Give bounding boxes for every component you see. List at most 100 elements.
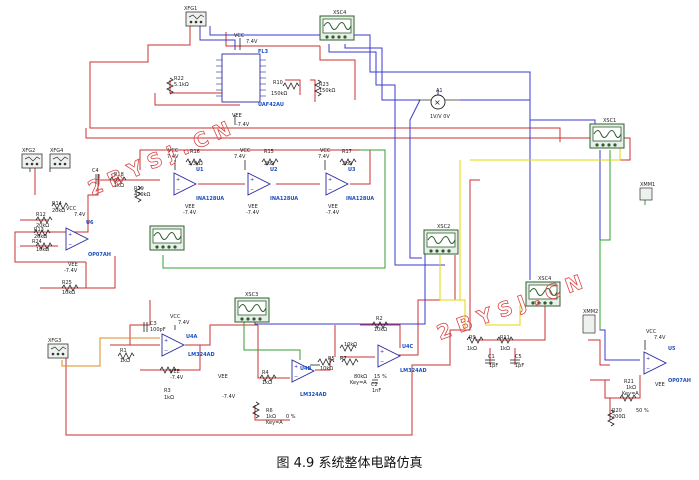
svg-text:R17: R17 [342, 149, 352, 155]
capacitor-c1: C1 1pF [485, 354, 498, 369]
resistor-r12: R12 20kΩ [35, 212, 53, 229]
resistor-r10: R10 150kΩ [271, 80, 300, 97]
svg-text:1pF: 1pF [489, 363, 498, 369]
function-generator-xfg4: XFG4 [49, 148, 71, 169]
function-generator-xfg2: XFG2 [21, 148, 43, 169]
svg-text:150kΩ: 150kΩ [319, 88, 335, 94]
resistor-r21: R21 1kΩ Key=A 50 % [619, 379, 649, 414]
svg-text:80kΩ: 80kΩ [354, 374, 367, 380]
svg-text:XSC4: XSC4 [538, 276, 551, 282]
resistor-r20: R20 200Ω [607, 408, 626, 427]
svg-text:VEE: VEE [218, 374, 228, 380]
svg-text:XSC3: XSC3 [245, 292, 258, 298]
amplifier-u3: U3 INA128UA VCC 7.4V VEE -7.4V [318, 148, 374, 216]
svg-text:7.4V: 7.4V [74, 212, 86, 218]
orange-wires [61, 337, 160, 367]
svg-text:XFG3: XFG3 [48, 338, 61, 344]
svg-text:XSC4: XSC4 [333, 10, 346, 16]
svg-text:150kΩ: 150kΩ [271, 91, 287, 97]
svg-text:VEE: VEE [68, 262, 78, 268]
svg-text:R20: R20 [612, 408, 622, 414]
svg-text:OP07AH: OP07AH [88, 252, 111, 258]
yellow-wires [439, 145, 621, 330]
resistor-r11: R11 1kΩ [496, 335, 514, 352]
svg-text:INA128UA: INA128UA [196, 196, 224, 202]
svg-text:VEE: VEE [328, 204, 338, 210]
svg-text:0 %: 0 % [286, 414, 296, 420]
power-wires [29, 38, 646, 366]
svg-text:VEE: VEE [655, 382, 665, 388]
svg-text:2kΩ: 2kΩ [264, 161, 274, 167]
svg-text:R22: R22 [174, 76, 184, 82]
svg-text:C2: C2 [371, 382, 378, 388]
svg-text:10kΩ: 10kΩ [320, 366, 333, 372]
svg-text:1kΩ: 1kΩ [114, 183, 124, 189]
oscilloscope-xsc3: XSC3 [234, 292, 270, 323]
resistor-r6: R6 1kΩ Key=A 0 % [252, 401, 296, 426]
resistor-r23: R23 150kΩ [314, 79, 335, 97]
svg-text:1kΩ: 1kΩ [164, 395, 174, 401]
svg-text:R15: R15 [264, 149, 274, 155]
svg-text:XMM1: XMM1 [640, 182, 655, 188]
svg-text:U5: U5 [668, 346, 676, 352]
svg-text:U3: U3 [348, 167, 356, 173]
svg-text:2kΩ: 2kΩ [342, 161, 352, 167]
svg-text:VCC: VCC [646, 329, 657, 335]
function-generator-xfg1: XFG1 [184, 6, 207, 27]
svg-text:100pF: 100pF [150, 327, 166, 333]
svg-text:R25: R25 [62, 280, 72, 286]
amplifier-u6: U6 OP07AH VCC 7.4V VEE -7.4V [64, 206, 111, 274]
svg-text:XFG1: XFG1 [184, 6, 197, 12]
svg-text:R12: R12 [36, 212, 46, 218]
resistor-r13: R13 20kΩ [33, 227, 51, 240]
svg-text:Key=A: Key=A [350, 380, 367, 386]
resistor-r18: R18 1kΩ [109, 172, 127, 189]
svg-text:LM324AD: LM324AD [300, 392, 327, 398]
amplifier-u4a: U4A LM324AD VCC 7.4V VEE -7.4V [161, 314, 215, 381]
svg-text:R16: R16 [190, 149, 200, 155]
svg-text:FL3: FL3 [258, 49, 269, 55]
svg-text:2 B Y S J . C N: 2 B Y S J . C N [434, 270, 586, 345]
svg-text:C5: C5 [515, 354, 522, 360]
svg-text:A1: A1 [436, 88, 443, 94]
resistor-r19: R19 470kΩ [134, 185, 150, 203]
svg-text:VEE: VEE [232, 113, 242, 119]
resistor-r1: R1 1kΩ [117, 348, 135, 364]
amplifier-u4c: U4C LM324AD [377, 344, 427, 374]
resistor-r17: R17 2kΩ [339, 149, 357, 167]
svg-text:R2: R2 [376, 316, 383, 322]
svg-text:C4: C4 [92, 168, 99, 174]
svg-text:20kΩ: 20kΩ [34, 234, 47, 240]
svg-text:-7.4V: -7.4V [236, 122, 250, 128]
svg-text:VCC: VCC [66, 206, 77, 212]
svg-text:U4B: U4B [300, 366, 312, 372]
svg-text:-7.4V: -7.4V [246, 210, 260, 216]
svg-text:VCC: VCC [168, 148, 179, 154]
figure-caption: 图 4.9 系统整体电路仿真 [276, 456, 423, 471]
watermark-left: 2 B Y S J . C N [84, 116, 235, 201]
svg-text:5.1kΩ: 5.1kΩ [174, 82, 189, 88]
svg-text:LM324AD: LM324AD [188, 352, 215, 358]
svg-text:R4: R4 [262, 370, 269, 376]
svg-text:XSC2: XSC2 [437, 224, 450, 230]
svg-text:UAF42AU: UAF42AU [258, 102, 284, 108]
svg-text:-7.4V: -7.4V [326, 210, 340, 216]
resistor-r2: R2 10kΩ [371, 316, 389, 333]
resistor-r15: R15 2kΩ [261, 149, 279, 167]
svg-text:200Ω: 200Ω [612, 414, 626, 420]
svg-text:-7.4V: -7.4V [183, 210, 197, 216]
capacitor-c3: C3 100pF [143, 321, 166, 333]
svg-text:20kΩ: 20kΩ [36, 223, 49, 229]
svg-text:VCC: VCC [234, 33, 245, 39]
svg-text:VEE: VEE [170, 369, 180, 375]
svg-text:VCC: VCC [170, 314, 181, 320]
svg-text:U1: U1 [196, 167, 204, 173]
amplifier-u2: U2 INA128UA VCC 7.4V VEE -7.4V [234, 148, 298, 216]
svg-text:1pF: 1pF [515, 363, 524, 369]
svg-text:R5: R5 [328, 356, 335, 362]
svg-text:R3: R3 [164, 388, 171, 394]
resistor-r16: R16 3.3kΩ [185, 149, 203, 167]
oscilloscope-xsc4-right: XSC4 [525, 276, 561, 307]
capacitor-c2: C2 1nF [371, 379, 381, 394]
blue-wires [199, 26, 640, 361]
